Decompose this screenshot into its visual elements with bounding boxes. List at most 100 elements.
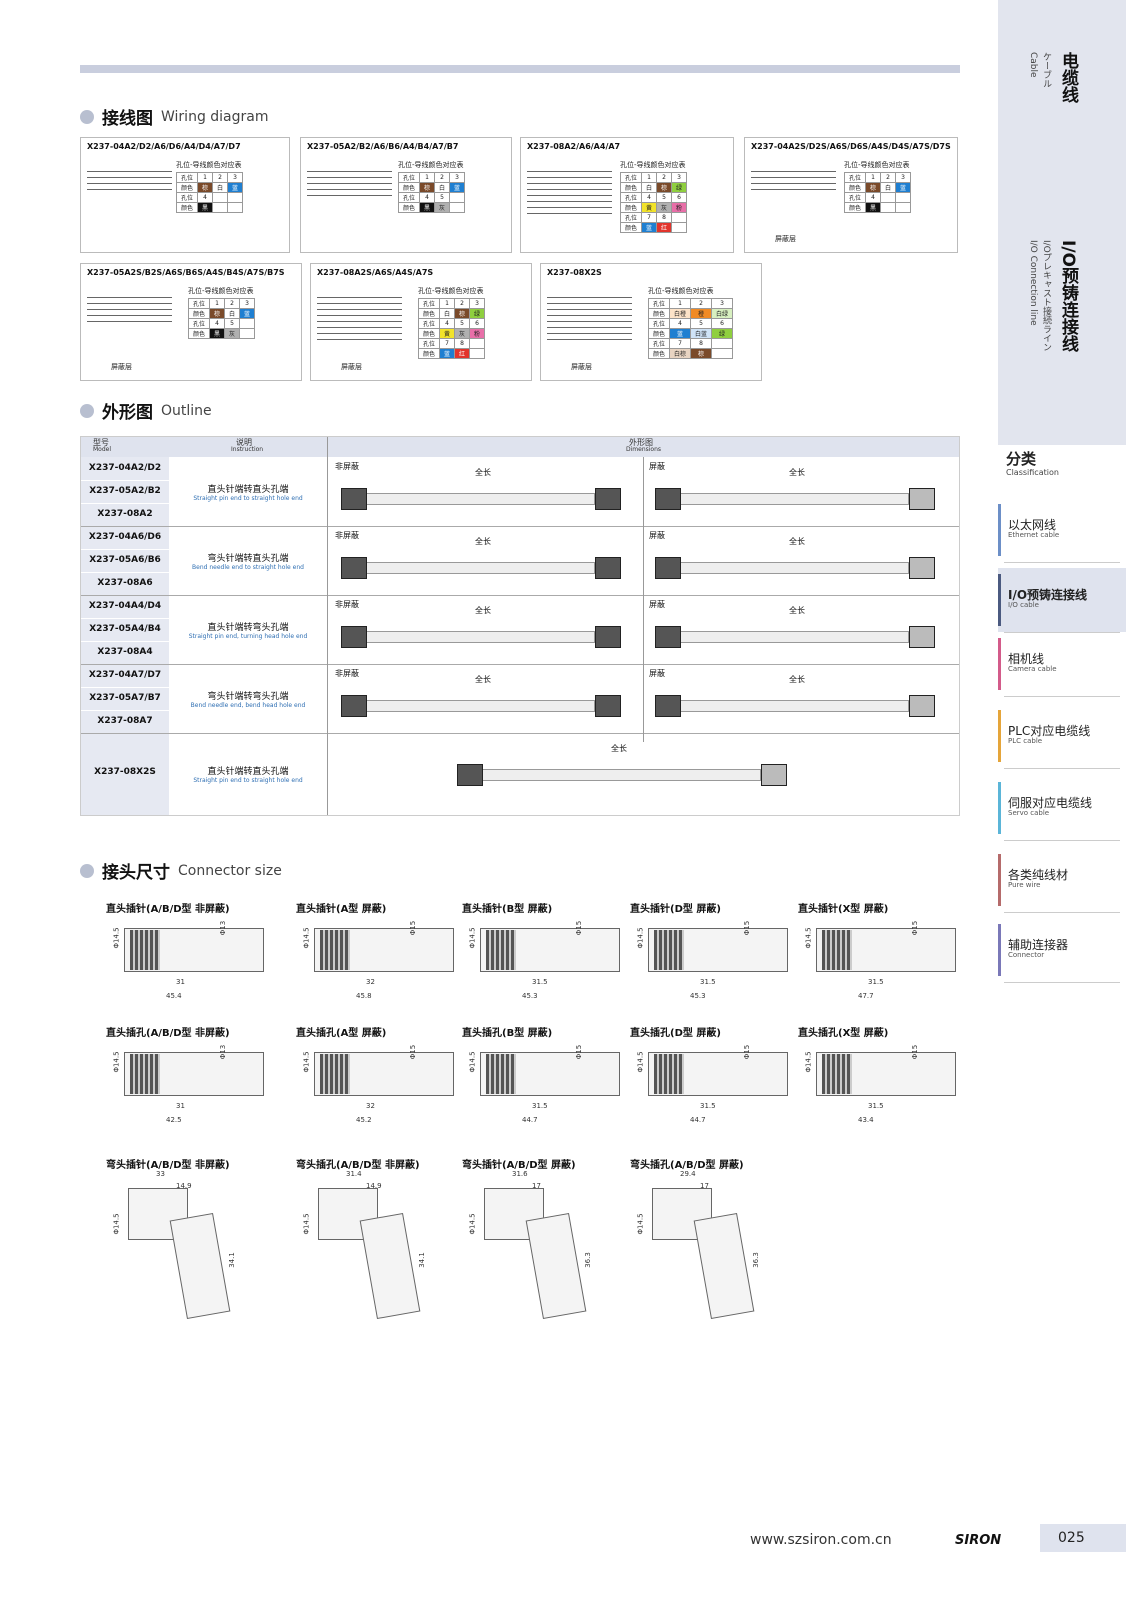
sidebar-item-label: 相机线 bbox=[1008, 652, 1045, 666]
footer-brand: SIRON bbox=[955, 1533, 1002, 1548]
connector-title: 直头插孔(D型 屏蔽) bbox=[630, 1028, 721, 1039]
dimension-label: Φ14.5 bbox=[302, 927, 311, 949]
dimension-label: Φ14.5 bbox=[302, 1051, 311, 1073]
color-table-cell: 黑 bbox=[419, 202, 436, 213]
dimension-label: 31.5 bbox=[532, 978, 548, 986]
sidebar-item-label-en: Pure wire bbox=[1008, 881, 1041, 889]
color-table-cell: 颜色 bbox=[397, 202, 421, 213]
connector-title: 直头插针(D型 屏蔽) bbox=[630, 904, 721, 915]
full-length-label: 全长 bbox=[611, 744, 627, 753]
color-table-cell: 孔位 bbox=[175, 192, 199, 203]
coupling-nut bbox=[130, 930, 160, 970]
color-table-cell: 颜色 bbox=[619, 222, 643, 233]
wire-line bbox=[317, 297, 402, 298]
color-table-cell: 孔位 bbox=[647, 318, 671, 329]
connector-section-title: 接头尺寸 Connector size bbox=[80, 858, 282, 883]
wire-line bbox=[317, 333, 402, 334]
color-table-cell: 灰 bbox=[656, 202, 673, 213]
color-table-cell: 粉 bbox=[671, 202, 688, 213]
pin-connector bbox=[341, 695, 367, 717]
connector-title: 直头插孔(A/B/D型 非屏蔽) bbox=[106, 1028, 230, 1039]
color-table-cell: 灰 bbox=[224, 328, 241, 339]
color-table-cell: 白橙 bbox=[669, 308, 692, 319]
wiring-box-title: X237-08A2S/A6S/A4S/A7S bbox=[317, 268, 434, 277]
sidebar-item-label-en: I/O cable bbox=[1008, 601, 1039, 609]
color-table-cell: 颜色 bbox=[647, 328, 671, 339]
hole-connector bbox=[595, 557, 621, 579]
shield-label: 屏蔽层 bbox=[775, 235, 796, 243]
color-table-cell: 1 bbox=[419, 172, 436, 183]
sidebar-item-label-en: PLC cable bbox=[1008, 737, 1043, 745]
row-divider bbox=[81, 549, 169, 550]
color-table-cell: 孔位 bbox=[647, 298, 671, 309]
coupling-nut bbox=[822, 930, 852, 970]
color-table-cell: 5 bbox=[690, 318, 713, 329]
pin-connector bbox=[655, 626, 681, 648]
wire-lines bbox=[307, 166, 392, 201]
sidebar-item-label: 各类纯线材 bbox=[1008, 868, 1069, 882]
row-divider bbox=[81, 503, 169, 504]
sidebar-title-en: Cable bbox=[1028, 52, 1038, 78]
dimension-label: 45.3 bbox=[690, 992, 706, 1000]
color-table-cell: 颜色 bbox=[187, 308, 211, 319]
unshielded-label: 非屏蔽 bbox=[335, 531, 359, 540]
group-divider bbox=[81, 526, 959, 527]
dimension-label: Φ14.5 bbox=[468, 1051, 477, 1073]
color-table-row: 颜色蓝红 bbox=[619, 222, 688, 233]
color-table-row: 颜色棕白蓝 bbox=[175, 182, 244, 193]
footer-url[interactable]: www.szsiron.com.cn bbox=[750, 1532, 892, 1548]
color-table-cell: 2 bbox=[224, 298, 241, 309]
color-table-cell: 白棕 bbox=[669, 348, 692, 359]
model-label: X237-08A7 bbox=[97, 716, 153, 726]
wire-line bbox=[317, 339, 402, 340]
color-table-cell: 绿 bbox=[711, 328, 734, 339]
color-table-cell: 棕 bbox=[865, 182, 882, 193]
sidebar-divider bbox=[1004, 982, 1120, 983]
model-label: X237-08X2S bbox=[94, 767, 156, 777]
connector-title: 直头插针(X型 屏蔽) bbox=[798, 904, 889, 915]
color-table-cell: 黑 bbox=[209, 328, 226, 339]
color-table-cell: 1 bbox=[669, 298, 692, 309]
color-table-cell bbox=[671, 212, 688, 223]
dimension-label: 32 bbox=[366, 978, 375, 986]
color-table-cell bbox=[671, 222, 688, 233]
dimension-label: 17 bbox=[700, 1182, 709, 1190]
connector-title: 直头插孔(A型 屏蔽) bbox=[296, 1028, 387, 1039]
sidebar: 电缆线 ケーブル Cable I/O预铸连接线 I/Oプレキャスト接続ライン I… bbox=[998, 0, 1126, 1600]
divider bbox=[643, 457, 644, 742]
dimension-label: 45.4 bbox=[166, 992, 182, 1000]
color-table-cell: 3 bbox=[671, 172, 688, 183]
dimension-label: Φ14.5 bbox=[112, 1213, 121, 1235]
color-table-cell: 白蓝 bbox=[690, 328, 713, 339]
color-table-cell bbox=[449, 192, 466, 203]
wire-line bbox=[751, 183, 836, 184]
color-table-row: 颜色黑 bbox=[843, 202, 912, 213]
unshielded-label: 非屏蔽 bbox=[335, 669, 359, 678]
color-table-cell: 1 bbox=[641, 172, 658, 183]
connector-title: 直头插针(B型 屏蔽) bbox=[462, 904, 553, 915]
cable-body bbox=[679, 493, 909, 505]
row-divider bbox=[81, 710, 169, 711]
coupling-nut bbox=[130, 1054, 160, 1094]
color-table-cell: 1 bbox=[439, 298, 456, 309]
color-table-cell: 4 bbox=[641, 192, 658, 203]
instruction-cn: 弯头针端转直头孔端 bbox=[207, 553, 289, 564]
color-table-row: 颜色黑灰 bbox=[187, 328, 256, 339]
dimension-label: Φ14.5 bbox=[112, 927, 121, 949]
cable-body bbox=[365, 631, 595, 643]
wire-line bbox=[547, 303, 632, 304]
wire-line bbox=[317, 303, 402, 304]
